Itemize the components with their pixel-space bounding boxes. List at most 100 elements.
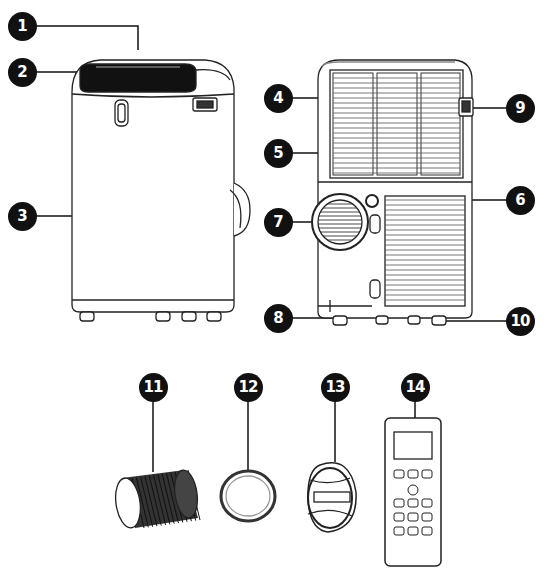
- drawing-part: [234, 183, 250, 236]
- drawing-part: [408, 485, 418, 495]
- drawing-part: [72, 299, 234, 300]
- detail-line: [385, 225, 465, 226]
- detail-line: [333, 168, 460, 169]
- detail-line: [385, 260, 465, 261]
- detail-line: [333, 98, 460, 99]
- detail-line: [333, 158, 460, 159]
- callout-number: 6: [515, 193, 524, 208]
- drawing-part: [394, 432, 432, 459]
- drawing-part: [80, 312, 221, 321]
- drawing-part: [308, 478, 352, 516]
- callout-number: 2: [17, 65, 26, 80]
- back-unit: [312, 60, 473, 325]
- detail-line: [333, 118, 460, 119]
- callout-number: 10: [511, 314, 530, 329]
- remote-control: [385, 418, 441, 566]
- drawing-part: [196, 70, 230, 80]
- leader-lines: [22, 26, 520, 472]
- callout-number: 3: [17, 209, 26, 224]
- callout-circle: 14: [401, 373, 430, 402]
- callout-circle: 5: [264, 139, 293, 168]
- drawing-part: [80, 312, 94, 321]
- detail-line: [385, 285, 465, 286]
- detail-line: [319, 216, 361, 217]
- drawing-part: [385, 200, 465, 300]
- detail-line: [385, 280, 465, 281]
- drawing-part: [408, 316, 420, 324]
- drawing-part: [370, 215, 380, 233]
- detail-line: [333, 93, 460, 94]
- detail-line: [333, 128, 460, 129]
- callout-number: 14: [406, 380, 425, 395]
- callout-circle: 13: [321, 373, 350, 402]
- drawing-part: [385, 418, 441, 566]
- detail-line: [333, 163, 460, 164]
- drawing-part: [394, 470, 432, 535]
- drawing-part: [370, 280, 380, 298]
- callout-number: 12: [239, 380, 258, 395]
- callout-number: 5: [273, 146, 282, 161]
- callout-number: 11: [144, 380, 163, 395]
- drawing-part: [408, 513, 418, 521]
- callout-number: 4: [273, 91, 282, 106]
- drawing-part: [308, 463, 356, 532]
- drawing-part: [156, 312, 170, 321]
- detail-line: [318, 224, 362, 225]
- detail-line: [385, 235, 465, 236]
- drawing-part: [333, 316, 347, 325]
- callout-number: 8: [273, 311, 282, 326]
- drawing-part: [230, 190, 241, 228]
- detail-line: [385, 245, 465, 246]
- detail-line: [385, 265, 465, 266]
- detail-line: [385, 295, 465, 296]
- drawing-part: [182, 312, 196, 321]
- detail-line: [333, 123, 460, 124]
- drawing-part: [333, 78, 460, 173]
- drawing-part: [394, 499, 404, 507]
- drawing-part: [422, 527, 432, 535]
- drawing-part: [318, 60, 472, 318]
- callout-circle: 12: [234, 373, 263, 402]
- drawing-part: [366, 195, 378, 207]
- callout-number: 1: [17, 19, 26, 34]
- hose-connector-ring: [221, 471, 275, 521]
- callout-number: 13: [326, 380, 345, 395]
- detail-line: [318, 220, 362, 221]
- detail-line: [320, 232, 359, 233]
- front-unit: [72, 60, 250, 321]
- detail-line: [385, 270, 465, 271]
- detail-line: [385, 200, 465, 201]
- drawing-part: [197, 101, 213, 108]
- detail-line: [385, 290, 465, 291]
- callout-circle: 8: [264, 304, 293, 333]
- detail-line: [323, 208, 357, 209]
- detail-line: [333, 148, 460, 149]
- detail-line: [385, 275, 465, 276]
- detail-line: [333, 133, 460, 134]
- detail-line: [385, 210, 465, 211]
- drawing-part: [322, 62, 455, 66]
- callout-number: 7: [273, 215, 282, 230]
- detail-line: [385, 250, 465, 251]
- detail-line: [385, 255, 465, 256]
- drawing-part: [193, 98, 217, 111]
- callout-circle: 11: [139, 373, 168, 402]
- drawing-part: [462, 101, 470, 112]
- drawing-part: [385, 196, 465, 306]
- callout-circle: 9: [506, 94, 535, 123]
- drawing-part: [226, 476, 270, 516]
- drawing-part: [115, 100, 128, 126]
- drawing-part: [118, 104, 125, 122]
- drawing-part: [80, 64, 196, 92]
- drawing-part: [394, 513, 404, 521]
- detail-line: [327, 240, 352, 241]
- callout-circle: 3: [8, 202, 37, 231]
- drawing-part: [432, 316, 446, 325]
- drawing-part: [422, 499, 432, 507]
- callout-circle: 10: [506, 307, 535, 336]
- drawing-part: [408, 527, 418, 535]
- drawing-part: [330, 70, 463, 178]
- detail-line: [333, 113, 460, 114]
- drawing-part: [172, 469, 200, 520]
